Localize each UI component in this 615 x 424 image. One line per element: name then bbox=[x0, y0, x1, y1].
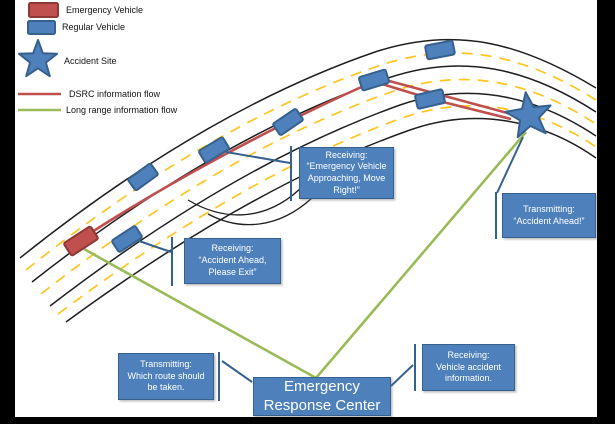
dsrc-flow-hop-1 bbox=[381, 82, 419, 97]
frame-bar-right bbox=[597, 0, 615, 424]
dsrc-flow-hop-2 bbox=[442, 100, 512, 121]
legend-label-accident-site: Accident Site bbox=[64, 56, 117, 66]
legend-accident-site-icon bbox=[18, 39, 58, 78]
exit-ramp-arc-1 bbox=[187, 183, 306, 216]
lane-dash-1 bbox=[25, 52, 597, 271]
emergency-response-center-box: Emergency Response Center bbox=[253, 377, 391, 416]
long-range-flow-line-right bbox=[315, 131, 527, 379]
callout-receiving-vehicle-accident: Receiving: Vehicle accident information. bbox=[422, 344, 515, 391]
dsrc-flow-direct-to-star bbox=[381, 77, 512, 116]
connector-vehicle-info-callout bbox=[390, 344, 416, 391]
legend-emergency-vehicle-icon bbox=[28, 2, 59, 18]
dsrc-flow-lines bbox=[91, 77, 512, 234]
exit-ramp-arc-2 bbox=[207, 197, 313, 226]
legend-regular-vehicle-icon bbox=[27, 20, 56, 35]
callout-receiving-please-exit: Receiving: “Accident Ahead, Please Exit” bbox=[184, 238, 281, 284]
accident-site-star bbox=[504, 91, 552, 139]
frame-bar-bottom bbox=[0, 417, 615, 424]
callout-connectors bbox=[138, 136, 524, 401]
regular-vehicle-1 bbox=[111, 225, 143, 253]
callout-transmitting-accident-ahead: Transmitting: “Accident Ahead!” bbox=[502, 193, 596, 238]
regular-vehicle-7 bbox=[424, 39, 456, 61]
regular-vehicle-4 bbox=[272, 108, 304, 136]
connector-accident-ahead-callout bbox=[495, 136, 524, 239]
callout-transmitting-route: Transmitting: Which route should be take… bbox=[118, 353, 214, 400]
connector-exit-callout bbox=[138, 237, 173, 286]
callout-receiving-move-right: Receiving: “Emergency Vehicle Approachin… bbox=[299, 147, 394, 199]
legend-label-regular-vehicle: Regular Vehicle bbox=[62, 22, 126, 32]
long-range-flow-lines bbox=[83, 131, 527, 380]
regular-vehicle-2 bbox=[127, 162, 159, 192]
legend-label-emergency-vehicle: Emergency Vehicle bbox=[66, 5, 144, 15]
vehicles bbox=[63, 39, 456, 257]
lane-dash-3 bbox=[57, 105, 597, 315]
legend-swatches bbox=[18, 2, 61, 112]
frame-bar-left bbox=[0, 0, 15, 424]
dsrc-flow-along-road bbox=[91, 82, 369, 234]
emergency-vehicle bbox=[63, 225, 99, 257]
connector-route-callout bbox=[218, 352, 253, 401]
legend-label-long-range-flow: Long range information flow bbox=[66, 105, 178, 115]
regular-vehicle-3 bbox=[198, 136, 230, 164]
road-line-1 bbox=[19, 38, 597, 259]
connector-move-right-callout bbox=[225, 146, 292, 201]
legend-label-dsrc-flow: DSRC information flow bbox=[69, 89, 161, 99]
regular-vehicle-6 bbox=[414, 88, 446, 110]
regular-vehicle-5 bbox=[358, 68, 390, 92]
long-range-flow-line-left bbox=[83, 247, 317, 380]
